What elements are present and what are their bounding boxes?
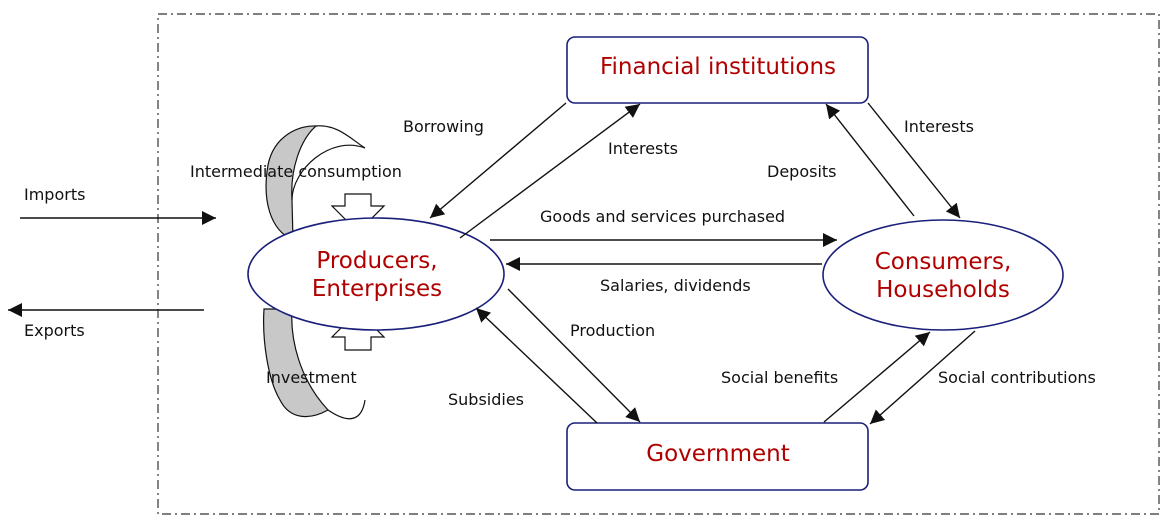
government-label: Government bbox=[646, 441, 789, 467]
imports-label: Imports bbox=[24, 185, 85, 204]
social-benefits-label: Social benefits bbox=[721, 368, 838, 387]
subsidies-arrow bbox=[475, 307, 598, 424]
borrowing-label: Borrowing bbox=[403, 117, 484, 136]
producers-ellipse bbox=[247, 217, 505, 331]
production-label: Production bbox=[570, 321, 655, 340]
exports-label: Exports bbox=[24, 321, 85, 340]
producers-label-line2: Enterprises bbox=[312, 276, 442, 302]
node-government: Government bbox=[566, 422, 869, 491]
interests-to-households-arrow bbox=[867, 102, 961, 219]
social-contributions-label: Social contributions bbox=[938, 368, 1096, 387]
borrowing-arrow bbox=[429, 102, 567, 219]
social-benefits-arrow bbox=[823, 331, 931, 423]
consumers-label-line1: Consumers, bbox=[875, 249, 1012, 275]
interests-to-financial-arrow bbox=[459, 103, 641, 239]
production-arrow bbox=[507, 288, 641, 423]
interests-left-label: Interests bbox=[608, 139, 678, 158]
government-box bbox=[566, 422, 869, 491]
deposits-label: Deposits bbox=[767, 162, 837, 181]
economy-boundary bbox=[157, 13, 1160, 515]
subsidies-label: Subsidies bbox=[448, 390, 524, 409]
producers-label-line1: Producers, bbox=[316, 248, 437, 274]
producer-loop bbox=[263, 125, 366, 420]
investment-label: Investment bbox=[266, 368, 357, 387]
financial-institutions-label: Financial institutions bbox=[600, 54, 836, 80]
goods-services-label: Goods and services purchased bbox=[540, 207, 785, 226]
node-financial-institutions: Financial institutions bbox=[566, 36, 869, 104]
social-contributions-arrow bbox=[869, 330, 976, 425]
interests-right-label: Interests bbox=[904, 117, 974, 136]
node-consumers-households: Consumers, Households bbox=[822, 219, 1064, 331]
intermediate-consumption-label: Intermediate consumption bbox=[190, 162, 402, 181]
node-producers-enterprises: Producers, Enterprises bbox=[247, 217, 505, 331]
financial-institutions-box bbox=[566, 36, 869, 104]
deposits-arrow bbox=[825, 103, 915, 217]
salaries-dividends-label: Salaries, dividends bbox=[600, 276, 751, 295]
consumers-label-line2: Households bbox=[876, 277, 1010, 303]
consumers-ellipse bbox=[822, 219, 1064, 331]
